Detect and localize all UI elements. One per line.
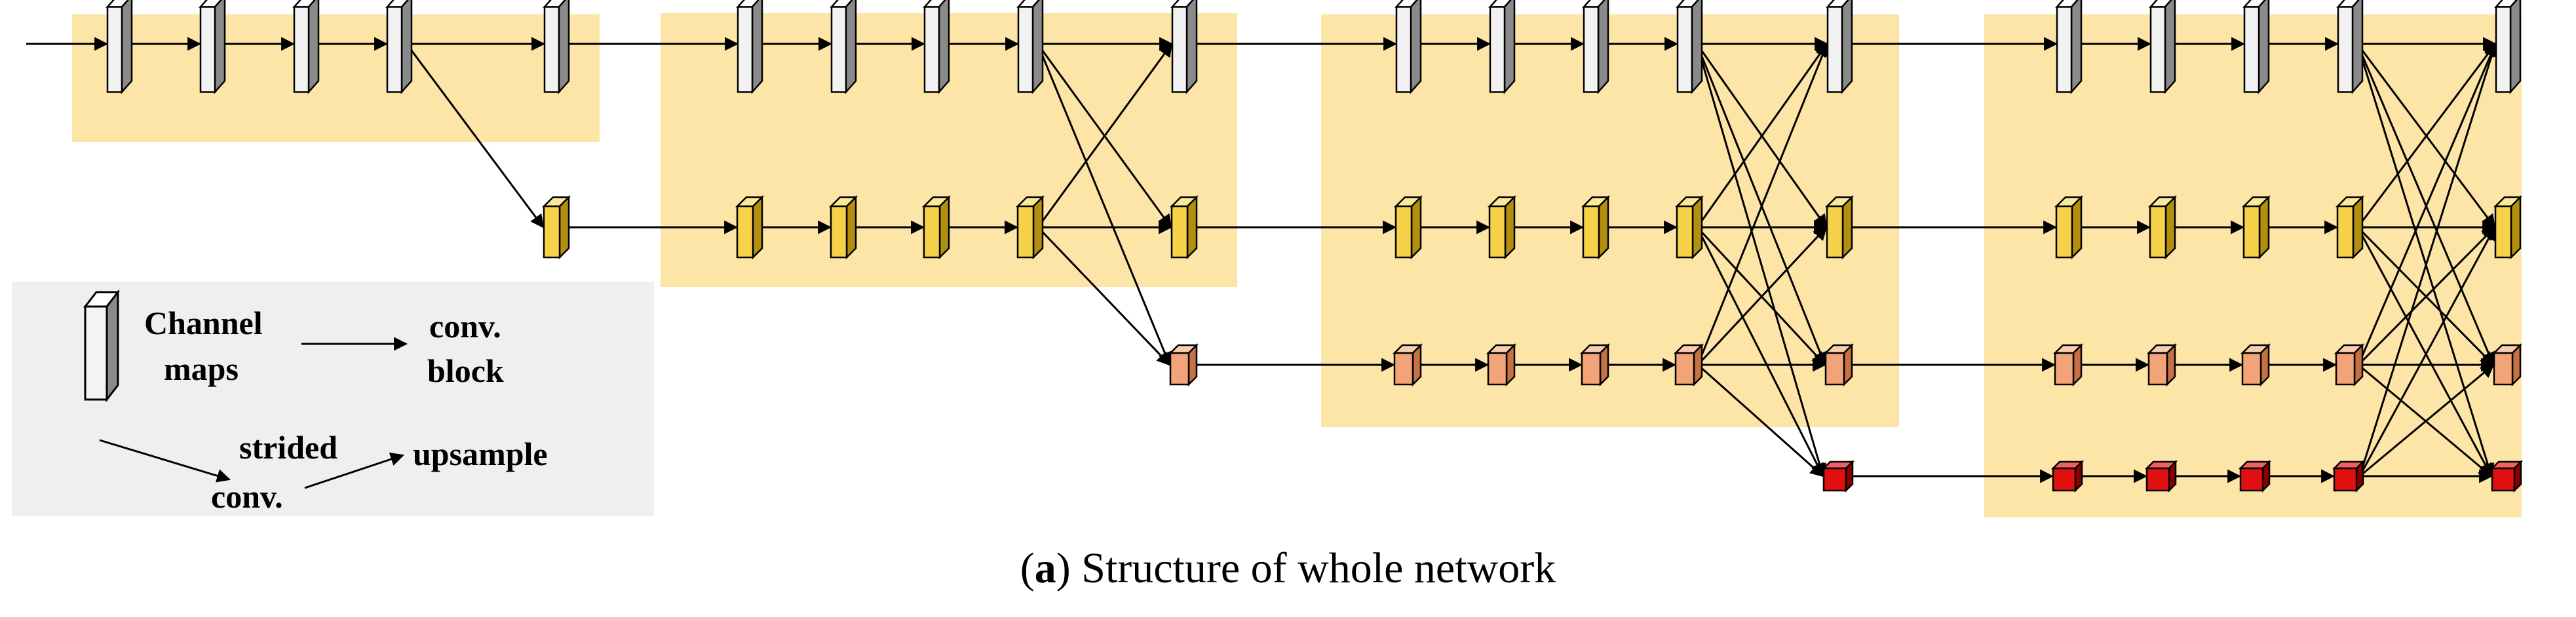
- strided-conv-arrow: [2356, 43, 2495, 366]
- strided-conv-arrow: [1696, 43, 1826, 478]
- channel-map-half-res: [1015, 195, 1045, 260]
- channel-map-half-res: [1674, 195, 1704, 260]
- upsample-arrow: [1037, 43, 1173, 228]
- legend-conv-label-line1: conv.: [429, 308, 501, 345]
- channel-map-full-res: [830, 0, 857, 94]
- channel-map-half-res: [1393, 195, 1423, 260]
- upsample-arrow: [2359, 364, 2495, 477]
- connection-lines: [26, 37, 2499, 483]
- channel-map-quarter-res: [1823, 343, 1855, 387]
- strided-conv-arrow: [1037, 226, 1171, 366]
- caption-text: Structure of whole network: [1070, 544, 1556, 592]
- strided-conv-arrow: [1696, 43, 1827, 366]
- channel-map-half-res: [828, 195, 858, 260]
- legend-channel-map: [83, 289, 121, 403]
- channel-map-eighth-res: [2332, 459, 2366, 493]
- legend-channel-label-line1: Channel: [144, 305, 263, 341]
- channel-map-full-res: [1676, 0, 1703, 94]
- strided-conv-arrow: [1697, 364, 1824, 477]
- channel-map-half-res: [1487, 195, 1517, 260]
- upsample-arrow: [2358, 42, 2499, 477]
- channel-map-half-res: [2493, 195, 2523, 260]
- channel-map-full-res: [1394, 0, 1422, 94]
- channel-map-eighth-res: [1821, 459, 1855, 493]
- channel-map-full-res: [736, 0, 763, 94]
- channel-map-quarter-res: [1486, 343, 1517, 387]
- channel-map-half-res: [921, 195, 952, 260]
- feature-blocks: [106, 0, 2524, 493]
- channel-map-half-res: [2241, 195, 2271, 260]
- upsample-arrow-icon: [304, 453, 404, 489]
- channel-map-full-res: [1016, 0, 1044, 94]
- channel-map-half-res: [1581, 195, 1611, 260]
- channel-map-eighth-res: [2238, 459, 2272, 493]
- upsample-arrow: [1696, 43, 1828, 228]
- strided-arrow-icon: [99, 439, 231, 483]
- upsample-arrow: [1697, 226, 1828, 366]
- legend-upsample-label: upsample: [413, 436, 548, 472]
- channel-map-full-res: [2149, 0, 2176, 94]
- channel-map-full-res: [1826, 0, 1853, 94]
- channel-map-eighth-res: [2050, 459, 2085, 493]
- channel-map-half-res: [735, 195, 765, 260]
- legend-channel-label-line2: maps: [164, 350, 239, 387]
- legend-conv-label-line2: block: [427, 352, 504, 389]
- strided-conv-arrow: [2356, 227, 2493, 477]
- figure-caption: (a) Structure of whole network: [1020, 544, 1556, 592]
- caption-letter: a: [1034, 544, 1056, 592]
- strided-conv-arrow: [1037, 43, 1172, 366]
- channel-map-quarter-res: [1392, 343, 1423, 387]
- stage-4-panel: [1984, 14, 2522, 517]
- channel-map-quarter-res: [1579, 343, 1611, 387]
- channel-map-full-res: [385, 0, 413, 94]
- strided-conv-arrow: [2356, 43, 2495, 478]
- channel-map-full-res: [923, 0, 950, 94]
- channel-map-full-res: [199, 0, 226, 94]
- channel-map-quarter-res: [2334, 343, 2365, 387]
- channel-map-full-res: [2242, 0, 2270, 94]
- strided-conv-arrow: [406, 43, 545, 229]
- strided-conv-arrow: [2358, 364, 2493, 477]
- channel-map-full-res: [2055, 0, 2083, 94]
- channel-map-quarter-res: [1168, 343, 1199, 387]
- legend-strided-label-line1: strided: [239, 429, 337, 466]
- channel-map-quarter-res: [2052, 343, 2084, 387]
- channel-map-eighth-res: [2144, 459, 2178, 493]
- channel-map-half-res: [2335, 195, 2365, 260]
- channel-map-full-res: [2494, 0, 2522, 94]
- channel-map-eighth-res: [2489, 459, 2524, 493]
- upsample-arrow: [2357, 43, 2497, 365]
- upsample-arrow: [2358, 226, 2496, 477]
- channel-map-half-res: [1169, 195, 1199, 260]
- channel-map-quarter-res: [1673, 343, 1704, 387]
- channel-map-half-res: [2054, 195, 2084, 260]
- upsample-arrow: [1697, 43, 1829, 365]
- channel-map-full-res: [1488, 0, 1516, 94]
- channel-map-half-res: [541, 195, 571, 260]
- channel-map-full-res: [2336, 0, 2364, 94]
- channel-map-full-res: [106, 0, 133, 94]
- channel-map-quarter-res: [2146, 343, 2178, 387]
- channel-map-full-res: [1170, 0, 1198, 94]
- legend-strided-label-line2: conv.: [211, 478, 283, 515]
- channel-map-full-res: [1582, 0, 1609, 94]
- upsample-arrow: [2357, 226, 2496, 366]
- stage-1-panel: [72, 14, 600, 142]
- strided-conv-arrow: [1696, 227, 1824, 477]
- channel-map-half-res: [2147, 195, 2178, 260]
- channel-map-full-res: [292, 0, 320, 94]
- channel-map-full-res: [543, 0, 570, 94]
- channel-map-half-res: [1824, 195, 1855, 260]
- channel-map-quarter-res: [2240, 343, 2271, 387]
- upsample-arrow: [2356, 43, 2497, 228]
- channel-map-quarter-res: [2491, 343, 2523, 387]
